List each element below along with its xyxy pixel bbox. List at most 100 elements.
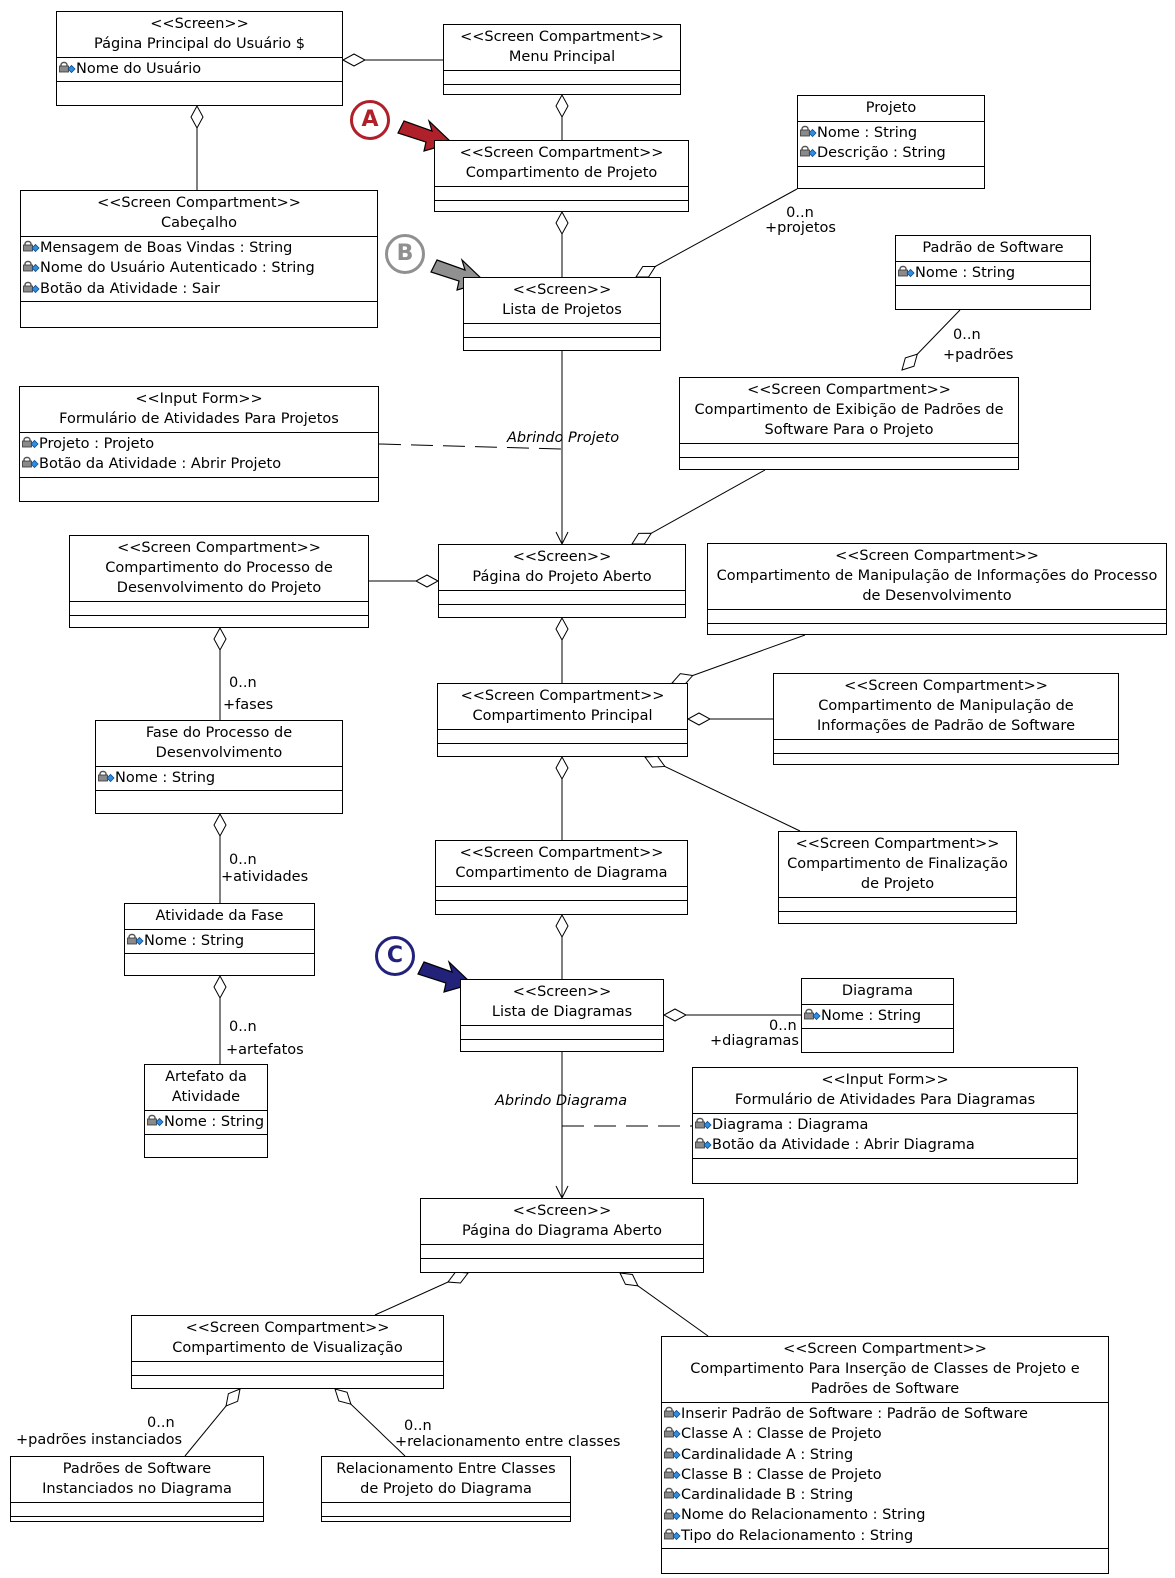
box-title: <<Input Form>> Formulário de Atividades P… (20, 387, 378, 433)
agg-pagina-exibicao (631, 469, 766, 545)
class-name-label: Página do Diagrama Aberto (462, 1223, 662, 1239)
class-name-label: Fase do Processo de (145, 725, 293, 741)
box-lista-de-projetos[interactable]: <<Screen>>Lista de Projetos (463, 277, 661, 351)
box-title: <<Screen Compartment>>Compartimento de M… (774, 674, 1118, 740)
stereotype-label: <<Screen Compartment>> (459, 845, 664, 861)
box-title: <<Screen Compartment>> Compartimento de D… (436, 841, 687, 887)
attribute-lock-icon (663, 1528, 681, 1544)
attribute-row: Botão da Atividade : Sair (21, 279, 377, 299)
attribute-label: Nome : String (164, 1114, 265, 1130)
attribute-label: Nome : String (144, 933, 245, 949)
box-compartimento-insercao-classes[interactable]: <<Screen Compartment>>Compartimento Para… (661, 1336, 1109, 1574)
box-compartimento-de-diagrama[interactable]: <<Screen Compartment>> Compartimento de D… (435, 840, 688, 915)
box-compartimento-visualizacao[interactable]: <<Screen Compartment>>Compartimento de V… (131, 1315, 444, 1389)
box-formulario-atividades-diagramas[interactable]: <<Input Form>>Formulário de Atividades P… (692, 1067, 1078, 1184)
attributes-compartment: Nome : String (96, 767, 342, 792)
attributes-compartment (322, 1503, 570, 1517)
stereotype-label: <<Screen Compartment>> (459, 145, 664, 161)
class-name-label: Compartimento de Projeto (465, 165, 658, 181)
attributes-compartment (132, 1362, 443, 1376)
stereotype-label: <<Input Form>> (135, 391, 263, 407)
attributes-compartment: Nome : String (145, 1111, 267, 1136)
box-compartimento-exibicao-padroes[interactable]: <<Screen Compartment>>Compartimento de E… (679, 377, 1019, 470)
attribute-row: Diagrama : Diagrama (693, 1115, 1077, 1135)
box-menu-principal[interactable]: <<Screen Compartment>>Menu Principal (443, 24, 681, 95)
class-name-label: Formulário de Atividades Para Projetos (59, 411, 339, 427)
attribute-lock-icon (663, 1447, 681, 1463)
attributes-compartment (444, 71, 680, 85)
attribute-row: Nome : String (96, 768, 342, 788)
attribute-row: Classe B : Classe de Projeto (662, 1465, 1108, 1485)
attributes-compartment (774, 740, 1118, 754)
attributes-compartment: Nome : String (125, 930, 314, 955)
agg-principal-manipprocesso (671, 634, 806, 684)
attribute-lock-icon (799, 145, 817, 161)
attribute-label: Classe A : Classe de Projeto (681, 1426, 882, 1443)
class-name-label: Compartimento de Manipulação de Informaç… (716, 568, 1158, 584)
box-compartimento-finalizacao[interactable]: <<Screen Compartment>>Compartimento de F… (778, 831, 1017, 924)
class-name-label: Informações de Padrão de Software (817, 718, 1075, 734)
stereotype-label: <<Screen>> (150, 16, 249, 32)
class-name-label: Software Para o Projeto (764, 422, 934, 438)
class-name-label: Compartimento Principal (472, 708, 653, 724)
box-pagina-do-diagrama-aberto[interactable]: <<Screen>>Página do Diagrama Aberto (420, 1198, 704, 1273)
stereotype-label: <<Screen Compartment>> (117, 540, 321, 556)
attribute-lock-icon (22, 260, 40, 276)
box-pagina-principal-do-usuario[interactable]: <<Screen>>Página Principal do Usuário $N… (56, 11, 343, 106)
box-compartimento-de-projeto[interactable]: <<Screen Compartment>> Compartimento de P… (434, 140, 689, 212)
attribute-row: Cardinalidade B : String (662, 1485, 1108, 1505)
stereotype-label: <<Screen Compartment>> (783, 1341, 987, 1357)
class-name-label: Página Principal do Usuário $ (94, 36, 305, 52)
box-compartimento-principal[interactable]: <<Screen Compartment>>Compartimento Prin… (437, 683, 688, 757)
class-name-label: Compartimento do Processo de (105, 560, 333, 576)
box-title: <<Screen>> Página Principal do Usuário $ (57, 12, 342, 58)
attributes-compartment: Nome : String (802, 1005, 953, 1030)
attributes-compartment: Inserir Padrão de Software : Padrão de S… (662, 1403, 1108, 1550)
class-name-label: Atividade (171, 1089, 241, 1105)
attribute-label: Inserir Padrão de Software : Padrão de S… (681, 1406, 1028, 1422)
attribute-label: Nome : String (821, 1008, 922, 1024)
agg-lista-projeto (635, 188, 798, 278)
class-name-label: Lista de Diagramas (491, 1004, 633, 1020)
attribute-lock-icon (803, 1008, 821, 1024)
agg-pagina-visualizacao-diamond (446, 1271, 469, 1284)
class-name-label: Compartimento de Diagrama (455, 865, 668, 881)
agg-compprojeto-lista-diamond (555, 210, 569, 236)
attribute-label: Botão da Atividade : Sair (40, 280, 220, 297)
attributes-compartment (464, 324, 660, 338)
role-padroes-instanciados: +padrões instanciados (16, 1432, 183, 1448)
box-lista-de-diagramas[interactable]: <<Screen>>Lista de Diagramas (460, 979, 664, 1052)
attribute-lock-icon (663, 1467, 681, 1483)
attributes-compartment (70, 602, 368, 616)
class-name-label: Padrões de Software (810, 1381, 960, 1397)
class-name-label: Compartimento de Finalização (787, 856, 1008, 872)
box-formulario-atividades-projetos[interactable]: <<Input Form>> Formulário de Atividades P… (19, 386, 379, 502)
box-compartimento-processo-desenvolvimento[interactable]: <<Screen Compartment>> Compartimento do P… (69, 535, 369, 628)
box-title: <<Screen Compartment>>Compartimento de F… (779, 832, 1016, 898)
attribute-lock-icon (663, 1487, 681, 1503)
agg-pagina-principal-diamond (555, 616, 569, 642)
class-name-label: Atividade da Fase (155, 908, 284, 924)
box-compartimento-manipulacao-processo[interactable]: <<Screen Compartment>>Compartimento de M… (707, 543, 1167, 635)
attribute-lock-icon (146, 1114, 164, 1130)
agg-pagina-menu-diamond (341, 53, 367, 67)
mult-padroes-instanciados-count: 0..n (147, 1415, 175, 1431)
box-compartimento-manipulacao-padrao[interactable]: <<Screen Compartment>>Compartimento de M… (773, 673, 1119, 765)
box-pagina-do-projeto-aberto[interactable]: <<Screen>>Página do Projeto Aberto (438, 544, 686, 618)
attribute-label: Nome do Relacionamento : String (681, 1507, 926, 1524)
box-title: Diagrama (802, 979, 953, 1005)
attribute-label: Nome : String (817, 125, 918, 141)
attribute-lock-icon (663, 1406, 681, 1422)
